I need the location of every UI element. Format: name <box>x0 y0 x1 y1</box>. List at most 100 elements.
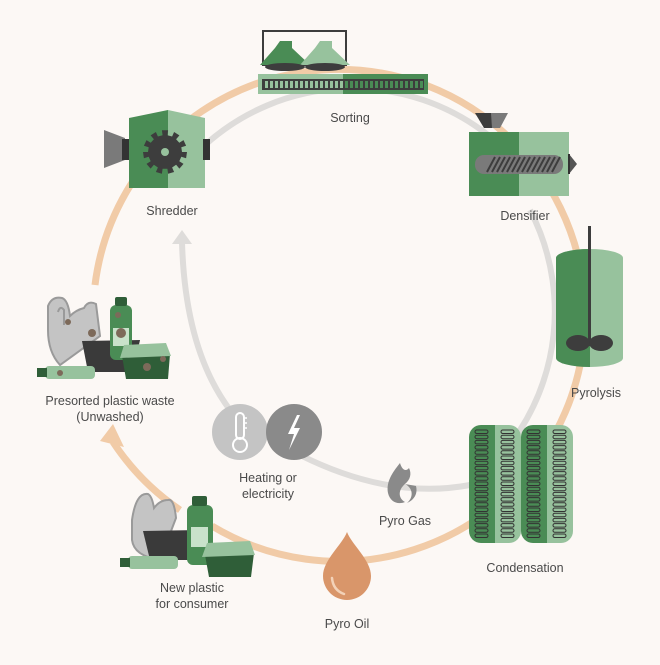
dirty-plastic-waste-icon <box>37 296 171 379</box>
label-new-plastic-line2: for consumer <box>155 597 229 611</box>
coil-loop <box>474 434 489 440</box>
coil-loop <box>526 523 541 528</box>
coil-loop <box>474 528 489 533</box>
coil-loop <box>552 434 567 440</box>
coil-loop <box>500 491 515 497</box>
belt-slot <box>385 81 388 88</box>
coil-loop <box>526 533 541 538</box>
coil-loop <box>552 471 567 476</box>
coil-loop <box>526 517 541 523</box>
belt-slot <box>305 81 308 88</box>
coil-loop <box>552 517 567 523</box>
coil-loop <box>474 471 489 476</box>
label-heating-line1: Heating or <box>239 471 297 485</box>
condenser-columns-icon <box>469 425 573 543</box>
screw-thread <box>551 156 561 173</box>
coil-loop <box>526 445 541 450</box>
belt-slot <box>340 81 343 88</box>
coil-loop <box>526 497 541 502</box>
coil-loop <box>552 523 567 528</box>
belt-slot <box>335 81 338 88</box>
belt-slot <box>400 81 403 88</box>
label-pyrolysis: Pyrolysis <box>570 386 621 400</box>
screw-thread <box>496 156 506 173</box>
coil-loop <box>552 507 567 512</box>
coil-loop <box>552 445 567 450</box>
oil-drop-icon <box>323 532 371 600</box>
screw-thread <box>526 156 536 173</box>
label-heating-line2: electricity <box>241 487 295 501</box>
label-heating: Heating or electricity <box>218 470 318 502</box>
coil-loop <box>526 528 541 533</box>
coil-loop <box>552 439 567 445</box>
screw-thread <box>546 156 556 173</box>
coil-loop <box>474 533 489 538</box>
coil-loop <box>500 502 515 507</box>
coil-loop <box>552 486 567 492</box>
coil-loop <box>500 517 515 523</box>
belt-slot <box>350 81 353 88</box>
coil-loop <box>526 439 541 445</box>
flame-icon <box>387 463 417 504</box>
coil-loop <box>526 476 541 481</box>
coil-loop <box>500 528 515 533</box>
coil-loop <box>500 460 515 466</box>
coil-loop <box>500 486 515 492</box>
coil-loop <box>474 476 489 481</box>
plastic-products-icon <box>120 492 255 577</box>
screw-thread <box>486 156 496 173</box>
thermometer-icon <box>212 404 268 460</box>
coil-loop <box>526 481 541 486</box>
belt-slot <box>275 81 278 88</box>
inner-cycle-arrowhead-icon <box>172 230 192 244</box>
label-densifier: Densifier <box>500 209 550 223</box>
coil-loop <box>526 512 541 518</box>
screw-thread <box>531 156 541 173</box>
coil-loop <box>500 455 515 460</box>
label-pyro-oil: Pyro Oil <box>324 617 370 631</box>
coil-loop <box>526 471 541 476</box>
belt-slot <box>290 81 293 88</box>
coil-loop <box>500 445 515 450</box>
coil-loop <box>552 465 567 471</box>
coil-loop <box>474 429 489 434</box>
coil-loop <box>500 507 515 512</box>
coil-loop <box>500 481 515 486</box>
heating-electricity-icons <box>212 404 322 460</box>
coil-loop <box>500 429 515 434</box>
coil-loop <box>500 512 515 518</box>
belt-slot <box>270 81 273 88</box>
coil-loop <box>474 486 489 492</box>
coil-loop <box>526 486 541 492</box>
coil-loop <box>474 512 489 518</box>
belt-slot <box>345 81 348 88</box>
coil-loop <box>500 533 515 538</box>
coil-loop <box>552 502 567 507</box>
belt-slot <box>420 81 423 88</box>
belt-slot <box>405 81 408 88</box>
coil-loop <box>526 450 541 455</box>
coil-loop <box>552 450 567 455</box>
coil-loop <box>526 502 541 507</box>
coil-loop <box>526 434 541 440</box>
belt-slot <box>280 81 283 88</box>
screw-thread <box>516 156 526 173</box>
belt-slot <box>370 81 373 88</box>
belt-slot <box>390 81 393 88</box>
screw-thread <box>541 156 551 173</box>
outer-cycle-arrowhead-icon <box>100 424 124 447</box>
coil-loop <box>500 465 515 471</box>
pyrolysis-reactor-icon <box>556 226 623 368</box>
coil-loop <box>500 497 515 502</box>
coil-loop <box>500 439 515 445</box>
coil-loop <box>500 471 515 476</box>
coil-loop <box>474 465 489 471</box>
screw-thread <box>536 156 546 173</box>
coil-loop <box>500 523 515 528</box>
screw-thread <box>491 156 501 173</box>
coil-loop <box>474 523 489 528</box>
screw-thread <box>511 156 521 173</box>
coil-loop <box>552 429 567 434</box>
